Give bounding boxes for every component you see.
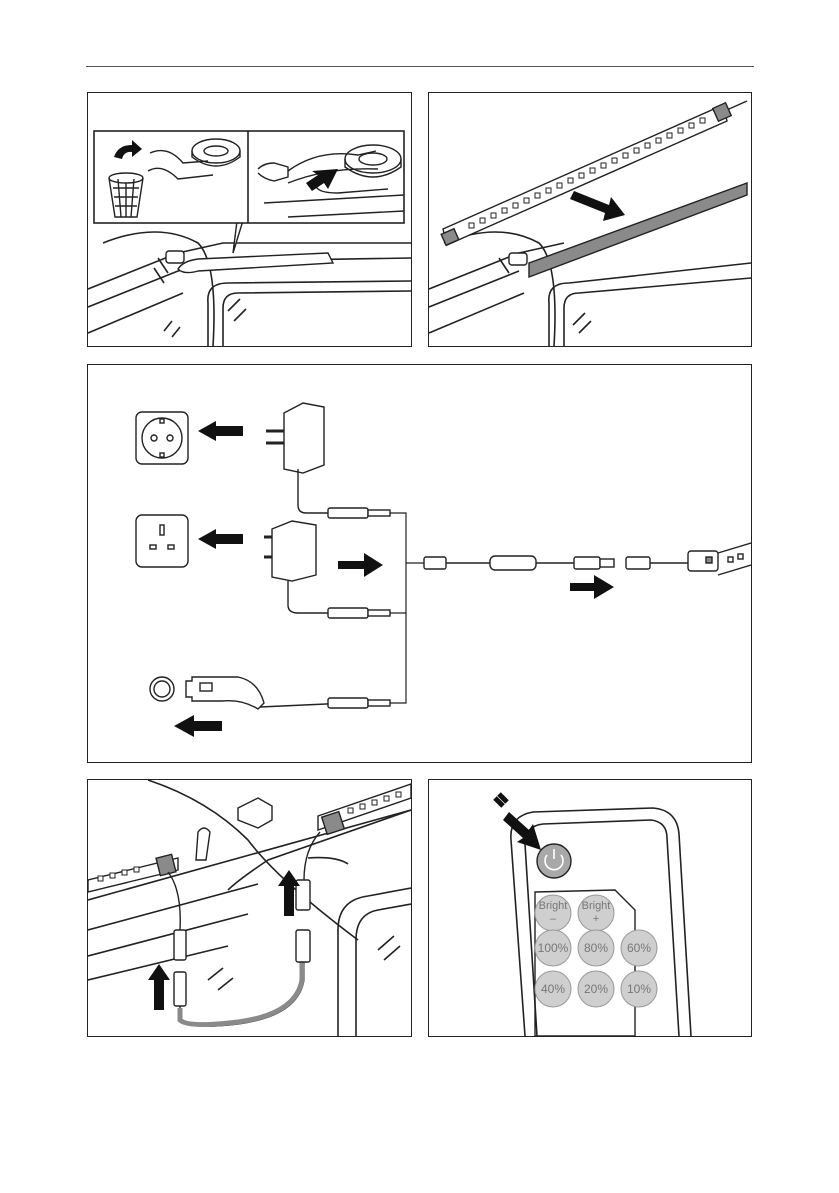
panel-power-options <box>87 364 752 763</box>
uk-adapter-icon <box>264 521 328 613</box>
power-button[interactable] <box>537 844 571 878</box>
label-60: 60% <box>627 941 651 955</box>
panel-apply-strip <box>428 92 752 347</box>
panel-connect-cable <box>87 779 412 1037</box>
label-10: 10% <box>627 982 651 996</box>
arrow-right-icon-2 <box>570 575 614 599</box>
arrow-left-icon-2 <box>198 529 243 549</box>
up-arrow-icon <box>148 964 170 1010</box>
eu-adapter-icon <box>266 403 328 513</box>
bright-plus-sign: + <box>593 913 599 925</box>
label-80: 80% <box>584 941 608 955</box>
car-adapter-icon <box>186 677 348 709</box>
label-20: 20% <box>584 982 608 996</box>
uk-socket-icon <box>136 515 188 567</box>
bright-minus-sign: – <box>550 913 557 925</box>
arrow-right-icon <box>338 553 383 577</box>
adhesive-strip <box>529 183 747 277</box>
label-40: 40% <box>541 982 565 996</box>
bright-plus-label: Bright <box>582 900 611 912</box>
header-rule <box>86 66 754 67</box>
label-100: 100% <box>538 941 569 955</box>
bright-minus-label: Bright <box>539 900 568 912</box>
press-arrow-icon <box>503 812 541 850</box>
panel-remote-control: Bright – Bright + 100% 80% 60% 40% 20% 1… <box>428 779 752 1037</box>
down-arrow-icon <box>570 191 625 221</box>
car-socket-icon <box>150 677 174 701</box>
arrow-left-icon-3 <box>174 715 222 737</box>
arrow-left-icon <box>198 421 243 441</box>
inset-box <box>94 131 404 223</box>
eu-socket-icon <box>136 412 188 464</box>
connecting-cable <box>180 962 302 1025</box>
panel-remove-backing <box>87 92 412 347</box>
